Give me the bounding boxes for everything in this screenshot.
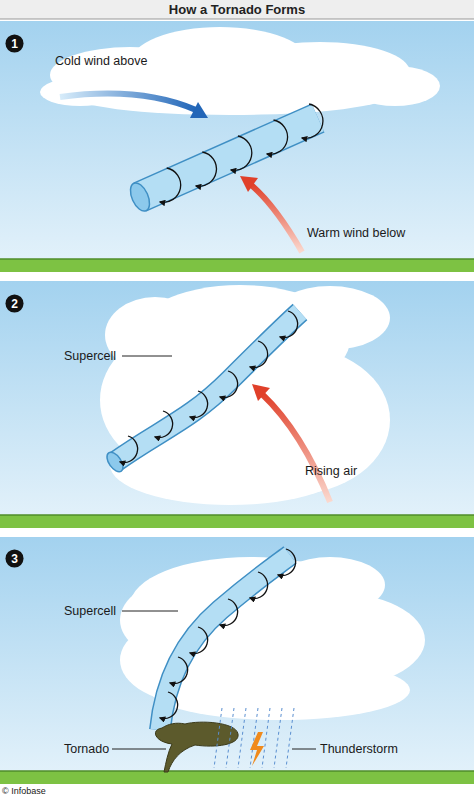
airflow-label: Rising air — [305, 464, 357, 478]
diagram-title: How a Tornado Forms — [0, 0, 474, 19]
part-label: Tornado — [64, 742, 109, 756]
callout-number: 3 — [5, 549, 24, 568]
cold-wind-arrow — [60, 94, 208, 118]
ground-strip — [0, 771, 474, 784]
callout-number: 1 — [5, 34, 24, 53]
rotation-loops — [160, 104, 323, 202]
vortex-tube — [104, 312, 300, 474]
part-label: Supercell — [64, 349, 116, 363]
sky-panel — [0, 281, 474, 517]
leader-line — [112, 749, 166, 750]
title-band — [0, 0, 474, 19]
sky-panel — [0, 21, 474, 261]
ground-edge — [0, 514, 474, 516]
rotation-loops — [120, 311, 298, 463]
title-rule — [0, 19, 474, 20]
callout-text: 3 — [5, 549, 24, 568]
rotation-loops — [160, 549, 296, 719]
vortex-tube — [160, 555, 290, 730]
warm-wind-arrow — [240, 176, 302, 252]
rain — [214, 708, 294, 768]
part-label: Thunderstorm — [320, 742, 398, 756]
cloud — [40, 27, 440, 115]
wind-label: Cold wind above — [55, 54, 147, 68]
vortex-tube — [127, 118, 318, 214]
ground-edge — [0, 770, 474, 772]
leader-line — [122, 611, 178, 612]
callout-number: 2 — [5, 294, 24, 313]
tornado-funnel — [155, 722, 238, 772]
sky-panel — [0, 537, 474, 773]
supercell-cloud — [100, 285, 390, 505]
ground-strip — [0, 515, 474, 528]
rising-air-arrow — [252, 384, 330, 502]
copyright-note: © Infobase — [2, 786, 46, 797]
callout-text: 2 — [5, 294, 24, 313]
leader-line — [292, 749, 316, 750]
ground-strip — [0, 259, 474, 272]
leader-line — [122, 356, 172, 357]
callout-text: 1 — [5, 34, 24, 53]
wind-label: Warm wind below — [307, 226, 405, 240]
part-label: Supercell — [64, 604, 116, 618]
ground-edge — [0, 258, 474, 260]
lightning-bolt — [250, 732, 264, 766]
